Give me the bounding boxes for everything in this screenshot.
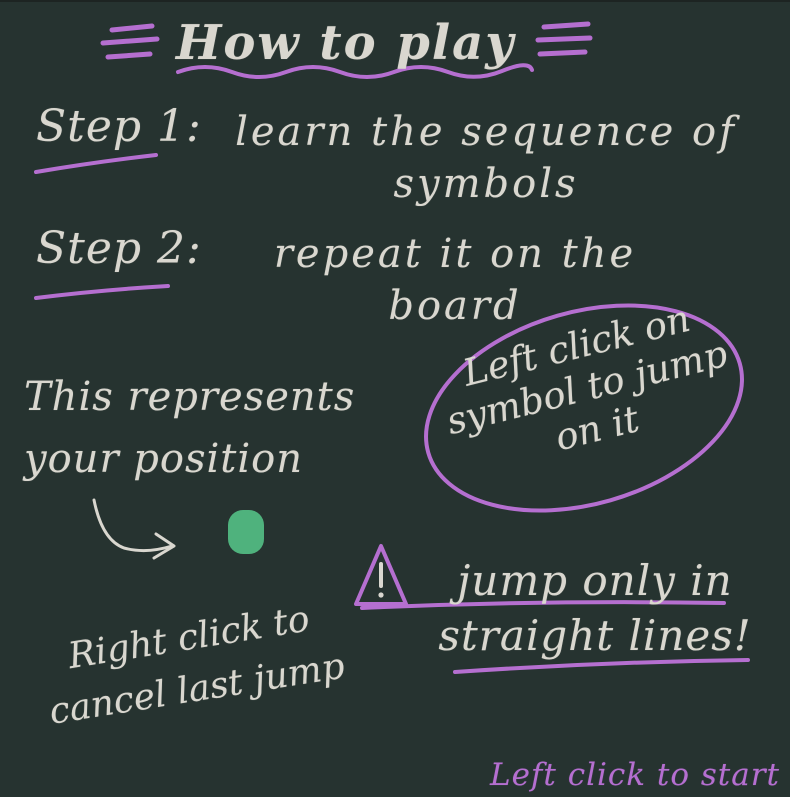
- title-right-marks: [535, 21, 593, 57]
- step1-label: Step 1:: [36, 101, 202, 152]
- step2-label: Step 2:: [36, 223, 202, 274]
- player-token: [228, 510, 264, 554]
- step1-text: learn the sequence of symbols: [235, 109, 737, 207]
- step2-text: repeat it on the board: [273, 231, 637, 329]
- jump-underline-1: [360, 600, 726, 610]
- left-click-ellipse: [424, 303, 744, 513]
- warning-triangle-icon: [354, 544, 408, 606]
- step2-underline: [34, 284, 170, 300]
- step1-underline: [34, 153, 158, 174]
- title-underline: [176, 63, 534, 79]
- page-title: How to play: [176, 15, 516, 71]
- curved-arrow-icon: [92, 498, 176, 560]
- position-hint: This represents your position: [24, 374, 356, 482]
- start-button[interactable]: Left click to start: [430, 754, 780, 796]
- title-left-marks: [100, 23, 160, 60]
- jump-rule-hint: jump only in straight lines!: [438, 556, 752, 660]
- jump-underline-2: [453, 658, 750, 674]
